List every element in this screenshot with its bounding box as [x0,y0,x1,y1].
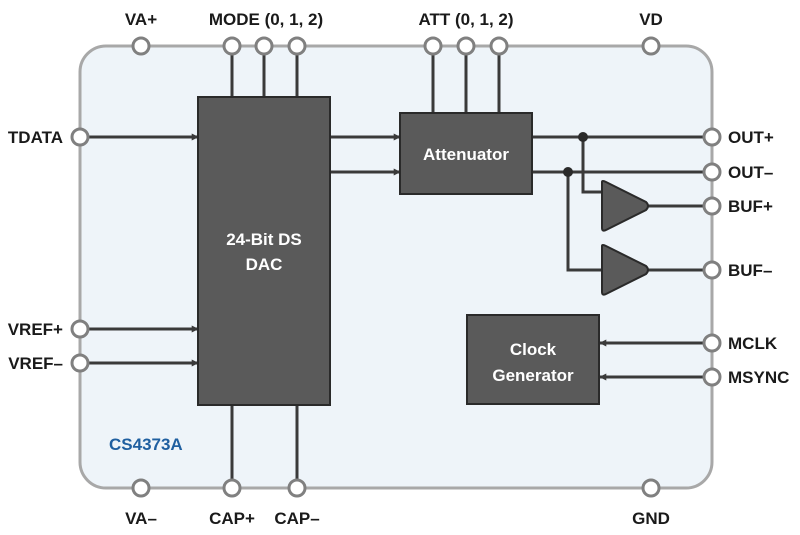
clock-label-line2: Generator [492,366,574,385]
label-cap-minus: CAP– [274,509,319,528]
pin-out-minus [702,162,722,182]
pin-tdata [70,127,90,147]
buffer-amp-minus [601,244,649,296]
label-out-minus: OUT– [728,163,773,182]
pin-out-plus [702,127,722,147]
label-msync: MSYNC [728,368,789,387]
label-mode: MODE (0, 1, 2) [209,10,323,29]
pin-gnd [641,478,661,498]
label-gnd: GND [632,509,670,528]
label-mclk: MCLK [728,334,778,353]
dac-label-line1: 24-Bit DS [226,230,302,249]
pin-cap-minus [287,478,307,498]
label-vd: VD [639,10,663,29]
pin-att-2 [489,36,509,56]
label-out-plus: OUT+ [728,128,774,147]
label-tdata: TDATA [8,128,63,147]
label-buf-plus: BUF+ [728,197,773,216]
attenuator-label: Attenuator [423,145,509,164]
pin-va-plus [131,36,151,56]
buffer-amp-plus [601,180,649,232]
pin-vref-plus [70,319,90,339]
clock-generator-block [466,314,600,405]
label-vref-minus: VREF– [8,354,63,373]
part-number-label: CS4373A [109,435,183,454]
pin-mode-1 [254,36,274,56]
attenuator-block [399,112,533,195]
pin-va-minus [131,478,151,498]
junction-dot [578,132,588,142]
junction-dot [563,167,573,177]
pin-vref-minus [70,353,90,373]
clock-label-line1: Clock [510,340,557,359]
label-va-plus: VA+ [125,10,157,29]
pin-vd [641,36,661,56]
label-va-minus: VA– [125,509,157,528]
dac-label-line2: DAC [246,255,283,274]
pin-att-1 [456,36,476,56]
pin-mode-0 [222,36,242,56]
label-vref-plus: VREF+ [8,320,63,339]
pin-buf-plus [702,196,722,216]
label-cap-plus: CAP+ [209,509,255,528]
label-buf-minus: BUF– [728,261,772,280]
pin-mclk [702,333,722,353]
pin-mode-2 [287,36,307,56]
pin-att-0 [423,36,443,56]
pin-cap-plus [222,478,242,498]
pin-buf-minus [702,260,722,280]
pin-msync [702,367,722,387]
label-att: ATT (0, 1, 2) [418,10,513,29]
dac-block [197,96,331,406]
